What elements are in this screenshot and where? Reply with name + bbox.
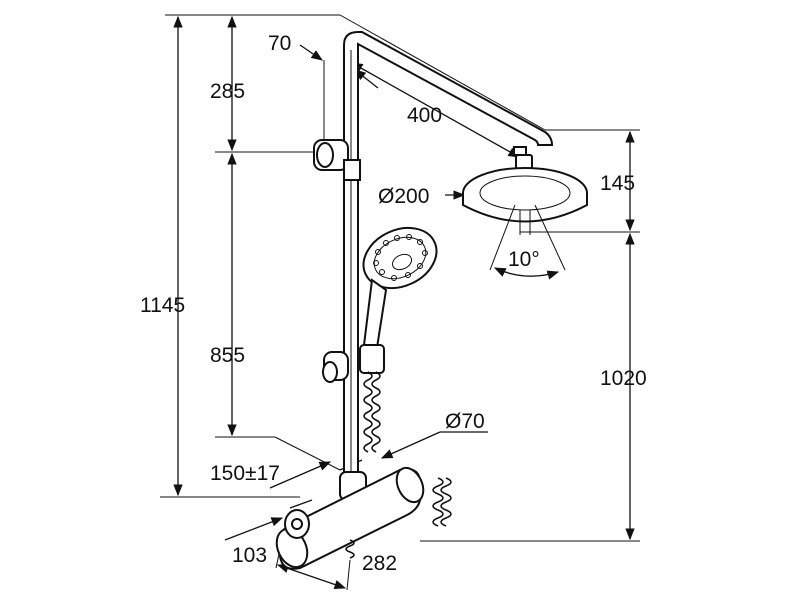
overhead-shower-head <box>462 154 588 271</box>
dim-rail-length: 855 <box>210 344 245 367</box>
dim-rail-top-gap: 285 <box>210 80 245 103</box>
dim-width: 282 <box>362 552 397 575</box>
dim-arm-offset: 70 <box>268 32 291 55</box>
dimension-labels: 1145 285 855 70 400 Ø200 145 10° 1020 Ø7… <box>140 32 647 575</box>
dim-wall-distance: 150±17 <box>210 462 280 485</box>
dim-thermostat-diameter: Ø70 <box>445 410 485 433</box>
dim-total-height: 1145 <box>140 294 185 317</box>
upper-slider <box>313 139 361 181</box>
hand-shower <box>359 226 438 374</box>
dim-head-diameter: Ø200 <box>378 185 429 208</box>
dim-arm-length: 400 <box>407 104 442 127</box>
dim-spray-angle: 10° <box>508 248 540 271</box>
thermostat-mixer <box>275 466 425 570</box>
lower-slider <box>322 351 349 383</box>
dim-head-height: 145 <box>600 172 635 195</box>
dim-depth: 103 <box>232 544 267 567</box>
dim-head-clearance: 1020 <box>600 367 647 390</box>
shower-hose <box>363 371 452 527</box>
